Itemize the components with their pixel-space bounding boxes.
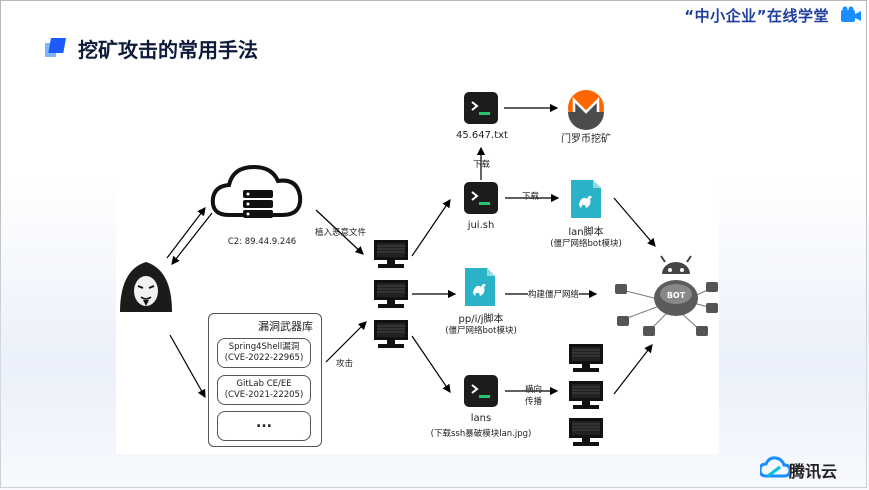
- infected-computer-icon: [568, 343, 604, 373]
- build-botnet-label: 构建僵尸网络: [528, 288, 580, 300]
- victim-computer-icon: [373, 319, 409, 349]
- pp-label: pp/i/j脚本: [458, 314, 504, 325]
- arrow-vulnlib-to-victims: [325, 321, 367, 363]
- monero-icon: [568, 90, 604, 130]
- infected-computer-icon: [568, 380, 604, 410]
- vuln-library-title: 漏洞武器库: [258, 320, 313, 333]
- download-label: 下载: [473, 160, 491, 170]
- bot-text: BOT: [666, 291, 686, 300]
- arrow-lan-to-bot: [613, 197, 656, 247]
- vuln-item: GitLab CE/EE (CVE-2021-22205): [217, 375, 311, 405]
- arrow-pcs-to-bot: [613, 344, 653, 395]
- vuln-name: Spring4Shell漏洞: [228, 342, 300, 352]
- arrow-to-lans: [411, 335, 451, 393]
- arrow-c2-to-victims: [315, 209, 364, 255]
- vuln-cve: (CVE-2021-22205): [224, 390, 304, 400]
- cloud-server-icon: [210, 164, 303, 218]
- c2-address-label: C2: 89.44.9.246: [227, 237, 297, 247]
- lateral-label: 横向: [525, 385, 543, 395]
- download-label: 下载: [522, 192, 540, 202]
- vuln-cve: (CVE-2022-22965): [224, 353, 304, 363]
- terminal-icon: [463, 181, 499, 215]
- video-camera-icon: [841, 6, 861, 22]
- lateral-label: 传播: [525, 397, 543, 407]
- script-file-icon: [571, 180, 601, 218]
- vuln-item: ...: [217, 411, 311, 441]
- vuln-item: Spring4Shell漏洞 (CVE-2022-22965): [217, 338, 311, 368]
- vuln-name: GitLab CE/EE: [236, 379, 292, 389]
- terminal-icon: [463, 91, 499, 125]
- blue-square-icon: [45, 38, 66, 57]
- arrow-c2-to-hacker: [171, 212, 213, 265]
- tencent-cloud-logo-icon: [760, 456, 792, 478]
- arrow-hacker-to-c2: [166, 207, 206, 259]
- lans-sub-label: (下载ssh暴破模块lan.jpg): [430, 429, 532, 439]
- arrow-to-jui: [411, 199, 451, 257]
- company-name: 腾讯云: [789, 462, 838, 481]
- attack-label: 攻击: [336, 359, 354, 369]
- brand-text: “中小企业”在线学堂: [684, 7, 829, 25]
- lan-label: lan脚本: [568, 227, 604, 238]
- lans-label: lans: [470, 413, 492, 424]
- botnet-robot-icon: [615, 255, 718, 336]
- txt-file-label: 45.647.txt: [456, 130, 508, 141]
- victim-computer-icon: [373, 239, 409, 269]
- victim-computer-icon: [373, 279, 409, 309]
- monero-label: 门罗币挖矿: [561, 134, 611, 145]
- script-file-icon: [465, 268, 495, 306]
- slide-title: 挖矿攻击的常用手法: [78, 38, 258, 62]
- implant-label: 植入恶意文件: [315, 228, 367, 238]
- arrow-hacker-to-vulnlib: [169, 334, 206, 399]
- terminal-icon: [463, 374, 499, 408]
- lan-sub-label: (僵尸网络bot模块): [550, 239, 622, 249]
- hacker-icon: [120, 262, 172, 312]
- vuln-name: ...: [256, 415, 272, 431]
- jui-label: jui.sh: [467, 220, 495, 231]
- pp-sub-label: (僵尸网络bot模块): [445, 326, 517, 336]
- infected-computer-icon: [568, 417, 604, 447]
